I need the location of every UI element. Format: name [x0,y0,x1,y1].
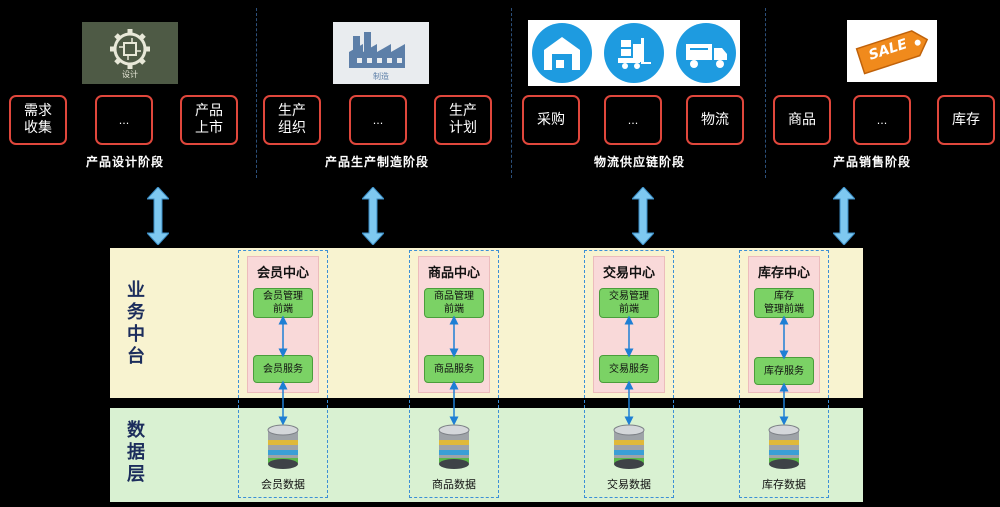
stage-item-production-org: 生产 组织 [263,95,321,145]
bidirectional-arrow [632,187,654,245]
service-column-trade [584,250,674,498]
stage-item-ellipsis: ... [853,95,911,145]
stage-item-requirement: 需求 收集 [9,95,67,145]
service-column-member [238,250,328,498]
factory-icon-label: 制造 [373,72,389,81]
database-icon [613,424,645,469]
stage-item-launch: 产品 上市 [180,95,238,145]
bidirectional-arrow [833,187,855,245]
data-layer [110,408,863,502]
forklift-icon [618,38,651,69]
bidirectional-arrow [362,187,384,245]
service-column-goods [409,250,499,498]
database-icon [438,424,470,469]
stage-title-design: 产品设计阶段 [86,155,165,169]
goods-center-title: 商品中心 [427,266,480,281]
stage-item-logistics: 物流 [686,95,744,145]
stage-item-ellipsis: ... [95,95,153,145]
inventory-frontend: 库存 管理前端 [754,288,814,318]
data-layer-label: 数 据 层 [127,420,145,485]
stage-item-production-plan: 生产 计划 [434,95,492,145]
trade-center-title: 交易中心 [602,266,655,281]
stage-separator [511,8,512,178]
design-icon-label: 设计 [122,70,138,79]
stage-item-inventory: 库存 [937,95,995,145]
stage-title-supply-chain: 物流供应链阶段 [594,155,686,169]
database-icon [267,424,299,469]
database-icon [768,424,800,469]
goods-service: 商品服务 [424,355,484,383]
business-layer-label: 业 务 中 台 [127,280,145,367]
member-center-title: 会员中心 [256,266,309,281]
stage-separator [256,8,257,178]
goods-data-label: 商品数据 [432,478,476,491]
inventory-center-title: 库存中心 [757,266,810,281]
design-gear-icon: 设计 [82,22,178,84]
trade-data-label: 交易数据 [607,478,651,491]
bidirectional-arrow [147,187,169,245]
member-data-label: 会员数据 [261,478,305,491]
stage-title-sales: 产品销售阶段 [833,155,912,169]
sale-tag-icon: SALE [847,20,937,82]
service-column-inventory [739,250,829,498]
factory-icon: 制造 [333,22,429,84]
stage-item-goods: 商品 [773,95,831,145]
stage-item-ellipsis: ... [604,95,662,145]
stage-item-ellipsis: ... [349,95,407,145]
logistics-icons [528,20,740,86]
member-frontend: 会员管理 前端 [253,288,313,318]
stage-item-purchase: 采购 [522,95,580,145]
stage-title-manufacturing: 产品生产制造阶段 [325,155,430,169]
stage-separator [765,8,766,178]
inventory-data-label: 库存数据 [762,478,806,491]
